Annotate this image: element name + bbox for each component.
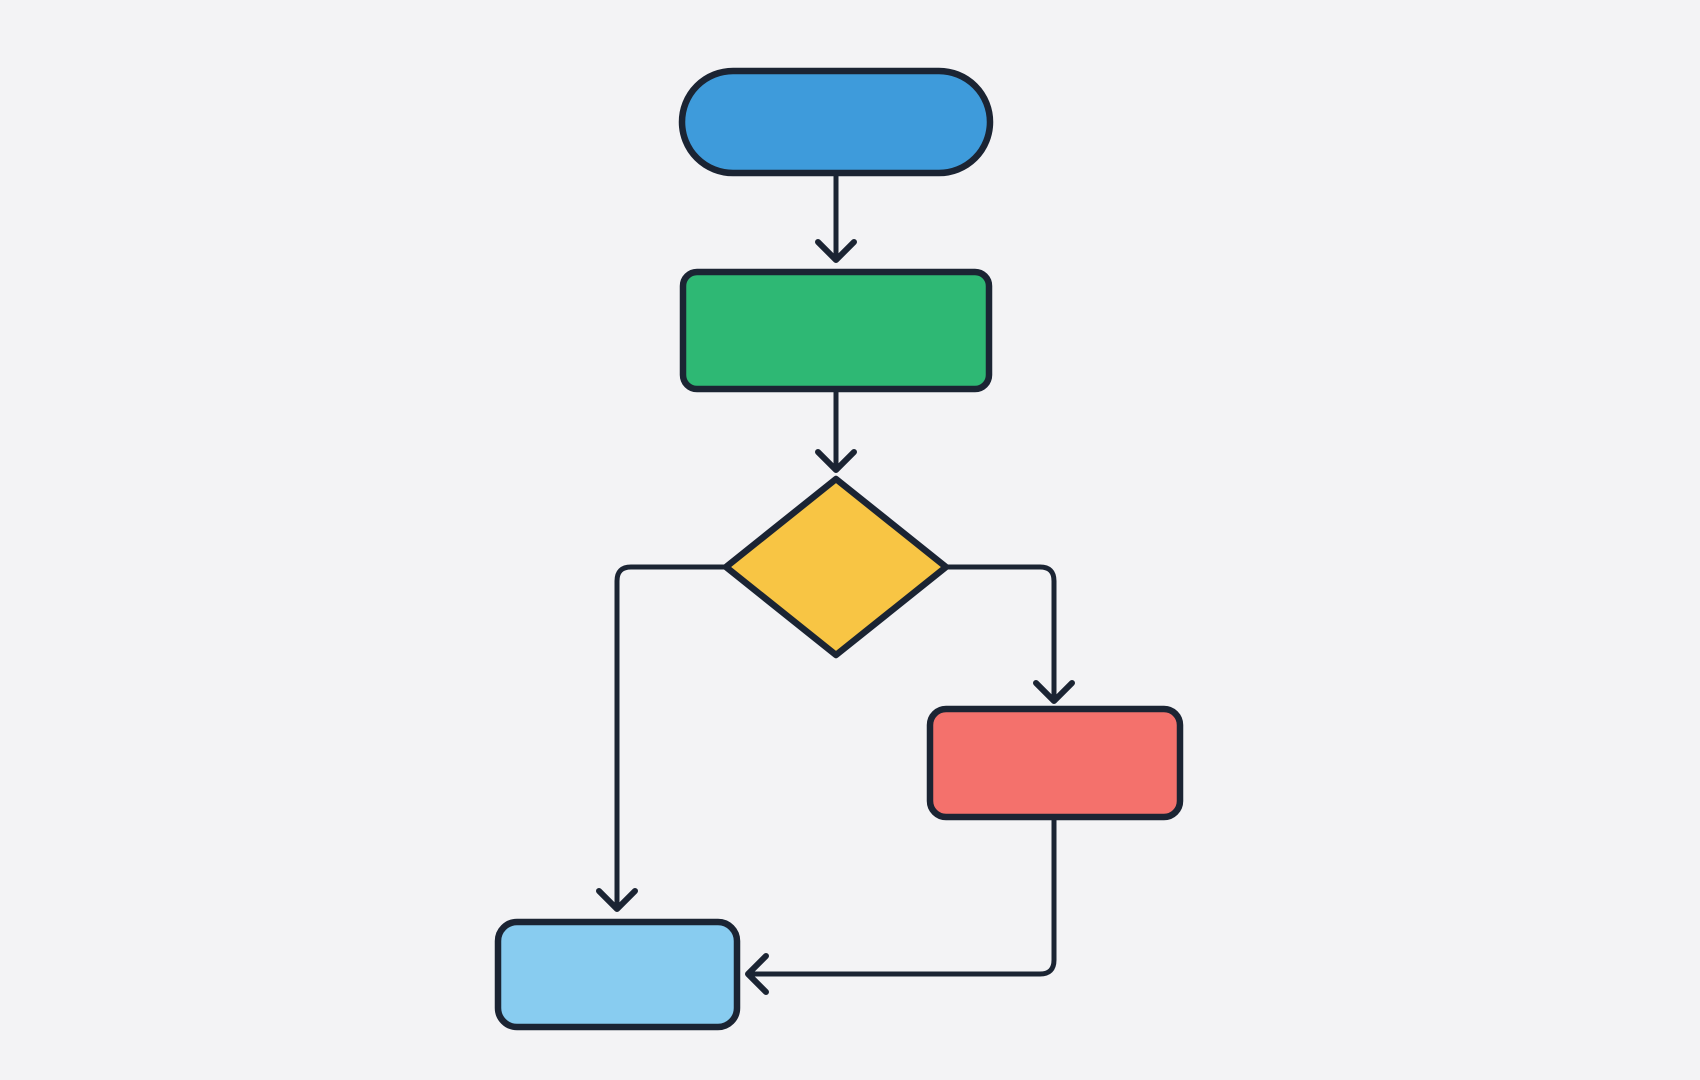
- edge-start-to-process: [815, 173, 857, 263]
- edge-line: [614, 564, 729, 910]
- node-start-terminator[interactable]: [678, 67, 994, 177]
- node-process-process[interactable]: [679, 268, 993, 393]
- edge-line: [747, 817, 1057, 977]
- arrowhead-down-icon: [815, 449, 857, 473]
- edge-decision-to-branch-right: [943, 564, 1075, 704]
- edge-branch-right-to-end: [745, 817, 1057, 995]
- arrowhead-down-icon: [815, 239, 857, 263]
- arrowhead-down-icon: [1033, 680, 1075, 704]
- arrowhead-down-icon: [596, 888, 638, 912]
- node-end-process[interactable]: [494, 918, 741, 1031]
- arrowhead-left-icon: [745, 953, 769, 995]
- node-decision-decision[interactable]: [722, 475, 950, 659]
- edge-line: [943, 564, 1057, 702]
- edge-decision-to-end: [596, 564, 729, 912]
- edge-process-to-decision: [815, 389, 857, 473]
- node-branch-right-process[interactable]: [926, 705, 1184, 821]
